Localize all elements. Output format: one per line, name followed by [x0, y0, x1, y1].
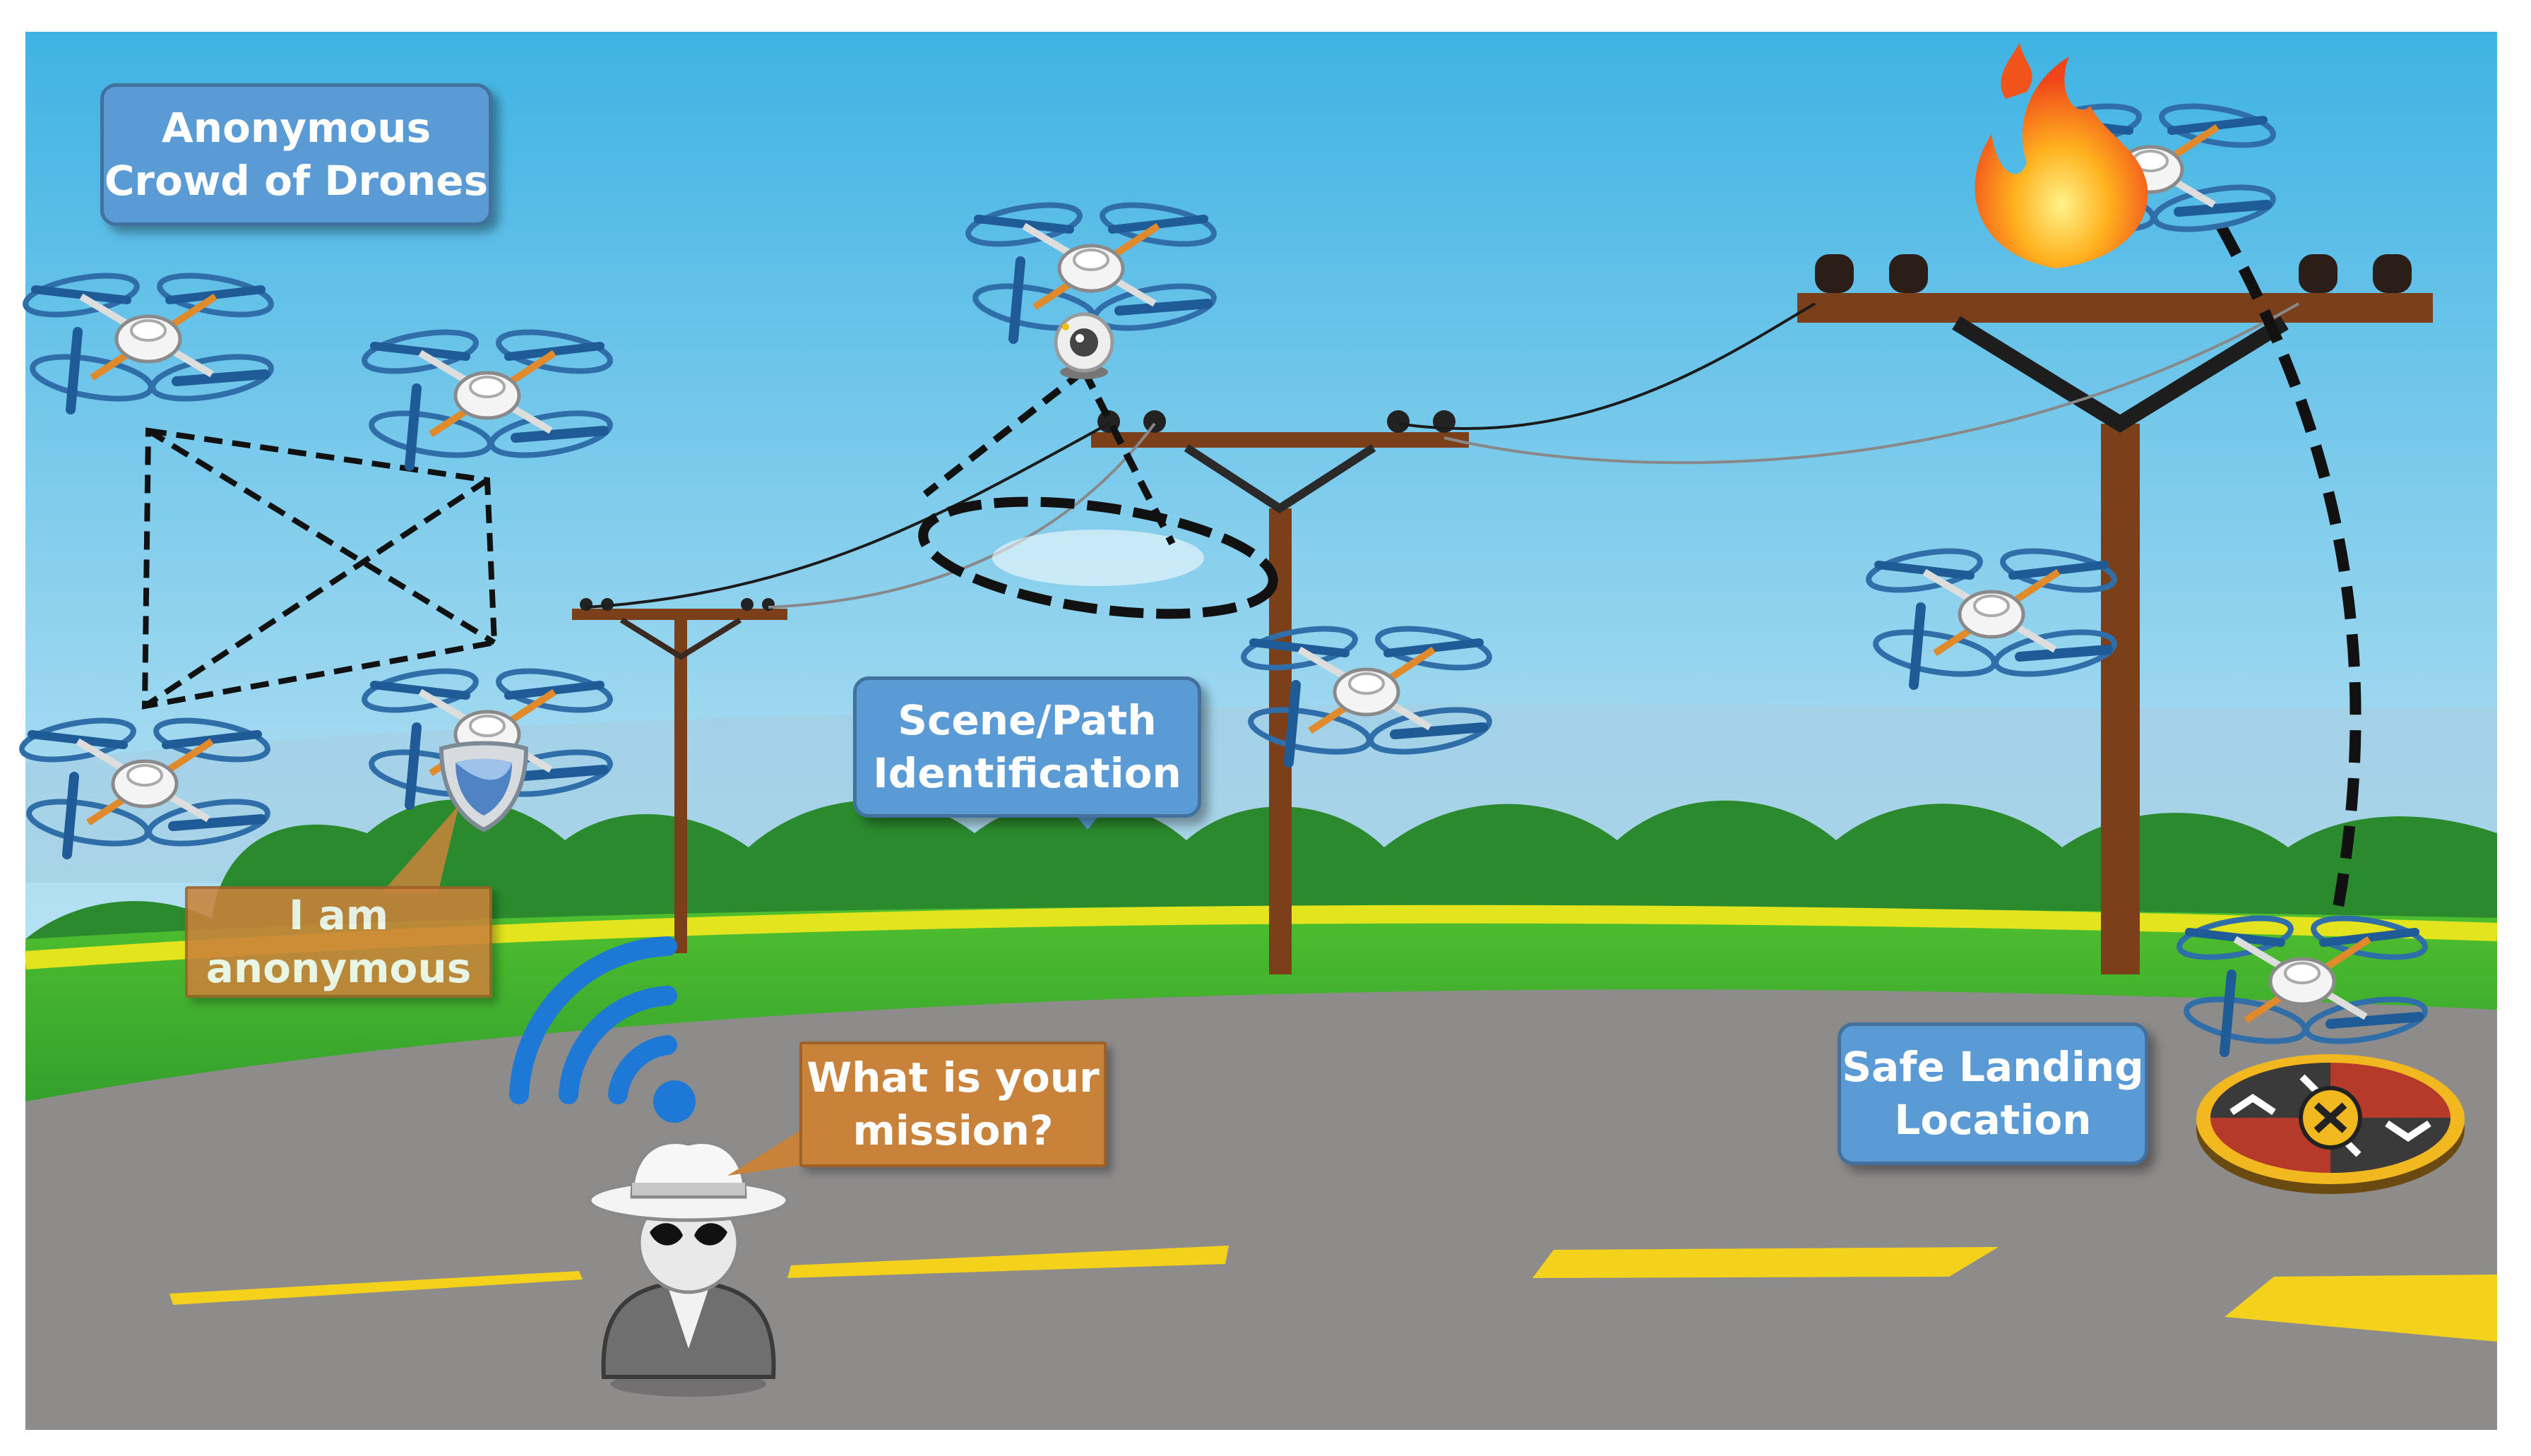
callout-mission-text: What is your mission? — [806, 1053, 1100, 1154]
callout-safe-landing-text: Safe Landing Location — [1842, 1042, 2144, 1144]
camera-view-cone — [918, 368, 1278, 619]
power-lines — [585, 302, 2299, 609]
power-pole-small — [572, 598, 787, 953]
wifi-icon — [509, 936, 696, 1123]
callout-scene-text: Scene/Path Identification — [873, 696, 1181, 797]
camera-icon — [1054, 312, 1114, 379]
callout-scene-identification: Scene/Path Identification — [853, 676, 1201, 818]
callout-safe-landing: Safe Landing Location — [1838, 1022, 2148, 1165]
mission-callout-tail — [727, 1130, 802, 1176]
fire-icon — [1975, 42, 2148, 268]
road-markings — [169, 1246, 2497, 1342]
tree-line — [25, 799, 2497, 939]
anonymous-callout-tail — [381, 805, 459, 893]
power-pole-large — [1797, 254, 2433, 974]
spy-icon — [588, 1140, 790, 1397]
callout-i-am-anonymous: I am anonymous — [185, 886, 492, 998]
landing-pad-icon — [2196, 1054, 2465, 1194]
crowd-links — [141, 427, 498, 710]
callout-crowd-of-drones: Anonymous Crowd of Drones — [100, 83, 492, 226]
safe-landing-path — [2215, 223, 2362, 912]
callout-anonymous-text: I am anonymous — [206, 890, 472, 992]
shield-icon — [439, 741, 529, 833]
callout-crowd-text: Anonymous Crowd of Drones — [104, 103, 489, 205]
callout-what-is-your-mission: What is your mission? — [799, 1042, 1107, 1167]
